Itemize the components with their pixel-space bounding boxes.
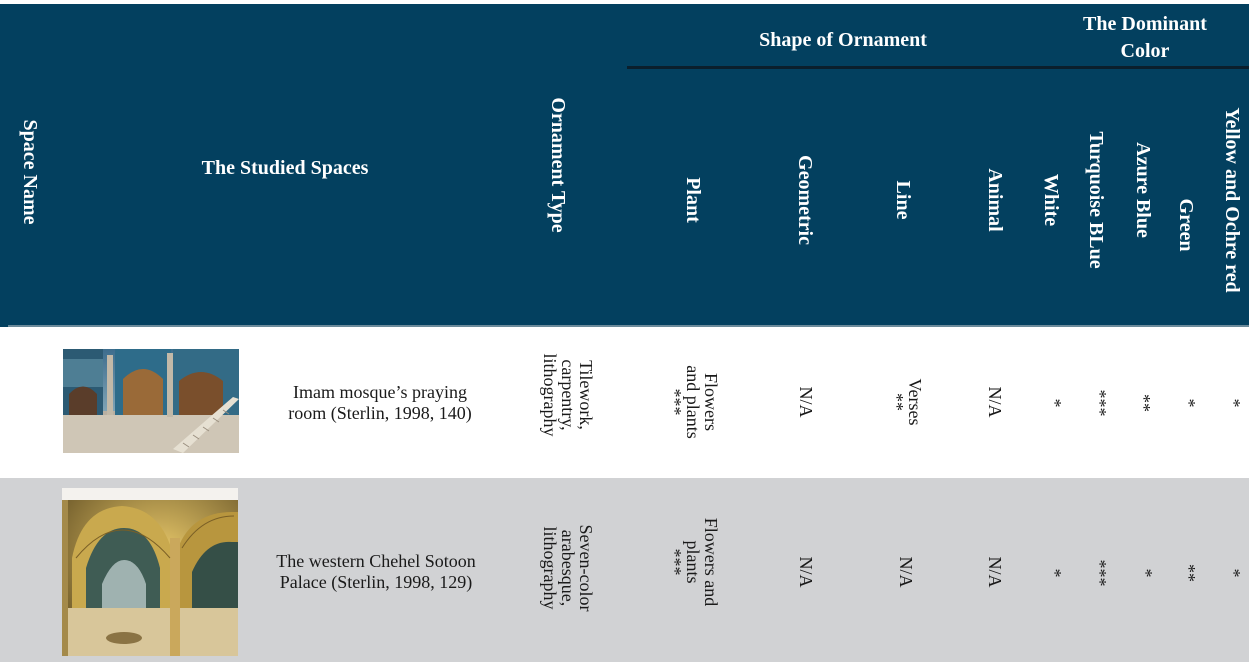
row2-green: ** [1179, 564, 1199, 582]
header-yellow-ochre-red: Yellow and Ochre red [1221, 107, 1243, 293]
row2-yellow-ochre: * [1224, 568, 1244, 578]
header-white: White [1040, 173, 1062, 227]
header-dominant-color-line2: Color [1120, 40, 1170, 62]
header-line: Line [892, 180, 914, 220]
row1-plant: Flowers and plants *** [665, 365, 721, 439]
row2-animal: N/A [985, 556, 1005, 588]
header-geometric: Geometric [794, 155, 816, 245]
row1-green: * [1179, 398, 1199, 408]
row1-geometric: N/A [796, 386, 816, 418]
mosque-interior-image [63, 349, 239, 453]
header-azure-blue: Azure Blue [1132, 142, 1154, 238]
row2-geometric: N/A [796, 556, 816, 588]
palace-interior-image [62, 488, 238, 656]
row1-animal: N/A [985, 386, 1005, 418]
row1-white: * [1045, 398, 1065, 408]
row1-space-name: Imam mosque’s praying room (Sterlin, 199… [288, 382, 472, 423]
chehel-sotoon-photo [62, 488, 238, 656]
header-space-name: Space Name [19, 119, 41, 225]
header-animal: Animal [984, 168, 1006, 232]
row2-space-name: The western Chehel Sotoon Palace (Sterli… [276, 551, 476, 592]
row1-yellow-ochre: * [1224, 398, 1244, 408]
header-green: Green [1175, 198, 1197, 252]
header-shape-of-ornament: Shape of Ornament [759, 29, 927, 51]
header-divider [627, 66, 1249, 69]
row2-line: N/A [896, 556, 916, 588]
row2-ornament-type: Seven-color arabesque, lithography [540, 524, 596, 612]
header-ornament-type: Ornament Type [547, 97, 569, 233]
row1-ornament-type: Tilework, carpentry, lithography [540, 353, 596, 437]
header-dominant-color-line1: The Dominant [1083, 13, 1207, 35]
row2-azure: * [1136, 568, 1156, 578]
row1-azure: ** [1134, 394, 1154, 412]
imam-mosque-photo [63, 349, 239, 453]
row2-turquoise: *** [1090, 559, 1110, 587]
row1-turquoise: *** [1090, 389, 1110, 417]
row2-plant: Flowers and plants *** [665, 517, 721, 607]
header-bottom-rule [8, 325, 1249, 327]
table-header [0, 4, 1249, 327]
row2-white: * [1045, 568, 1065, 578]
header-turquoise-blue: Turquoise BLue [1085, 131, 1107, 269]
row1-line: Verses ** [887, 378, 925, 426]
header-plant: Plant [682, 177, 704, 223]
header-studied-spaces: The Studied Spaces [201, 157, 369, 179]
